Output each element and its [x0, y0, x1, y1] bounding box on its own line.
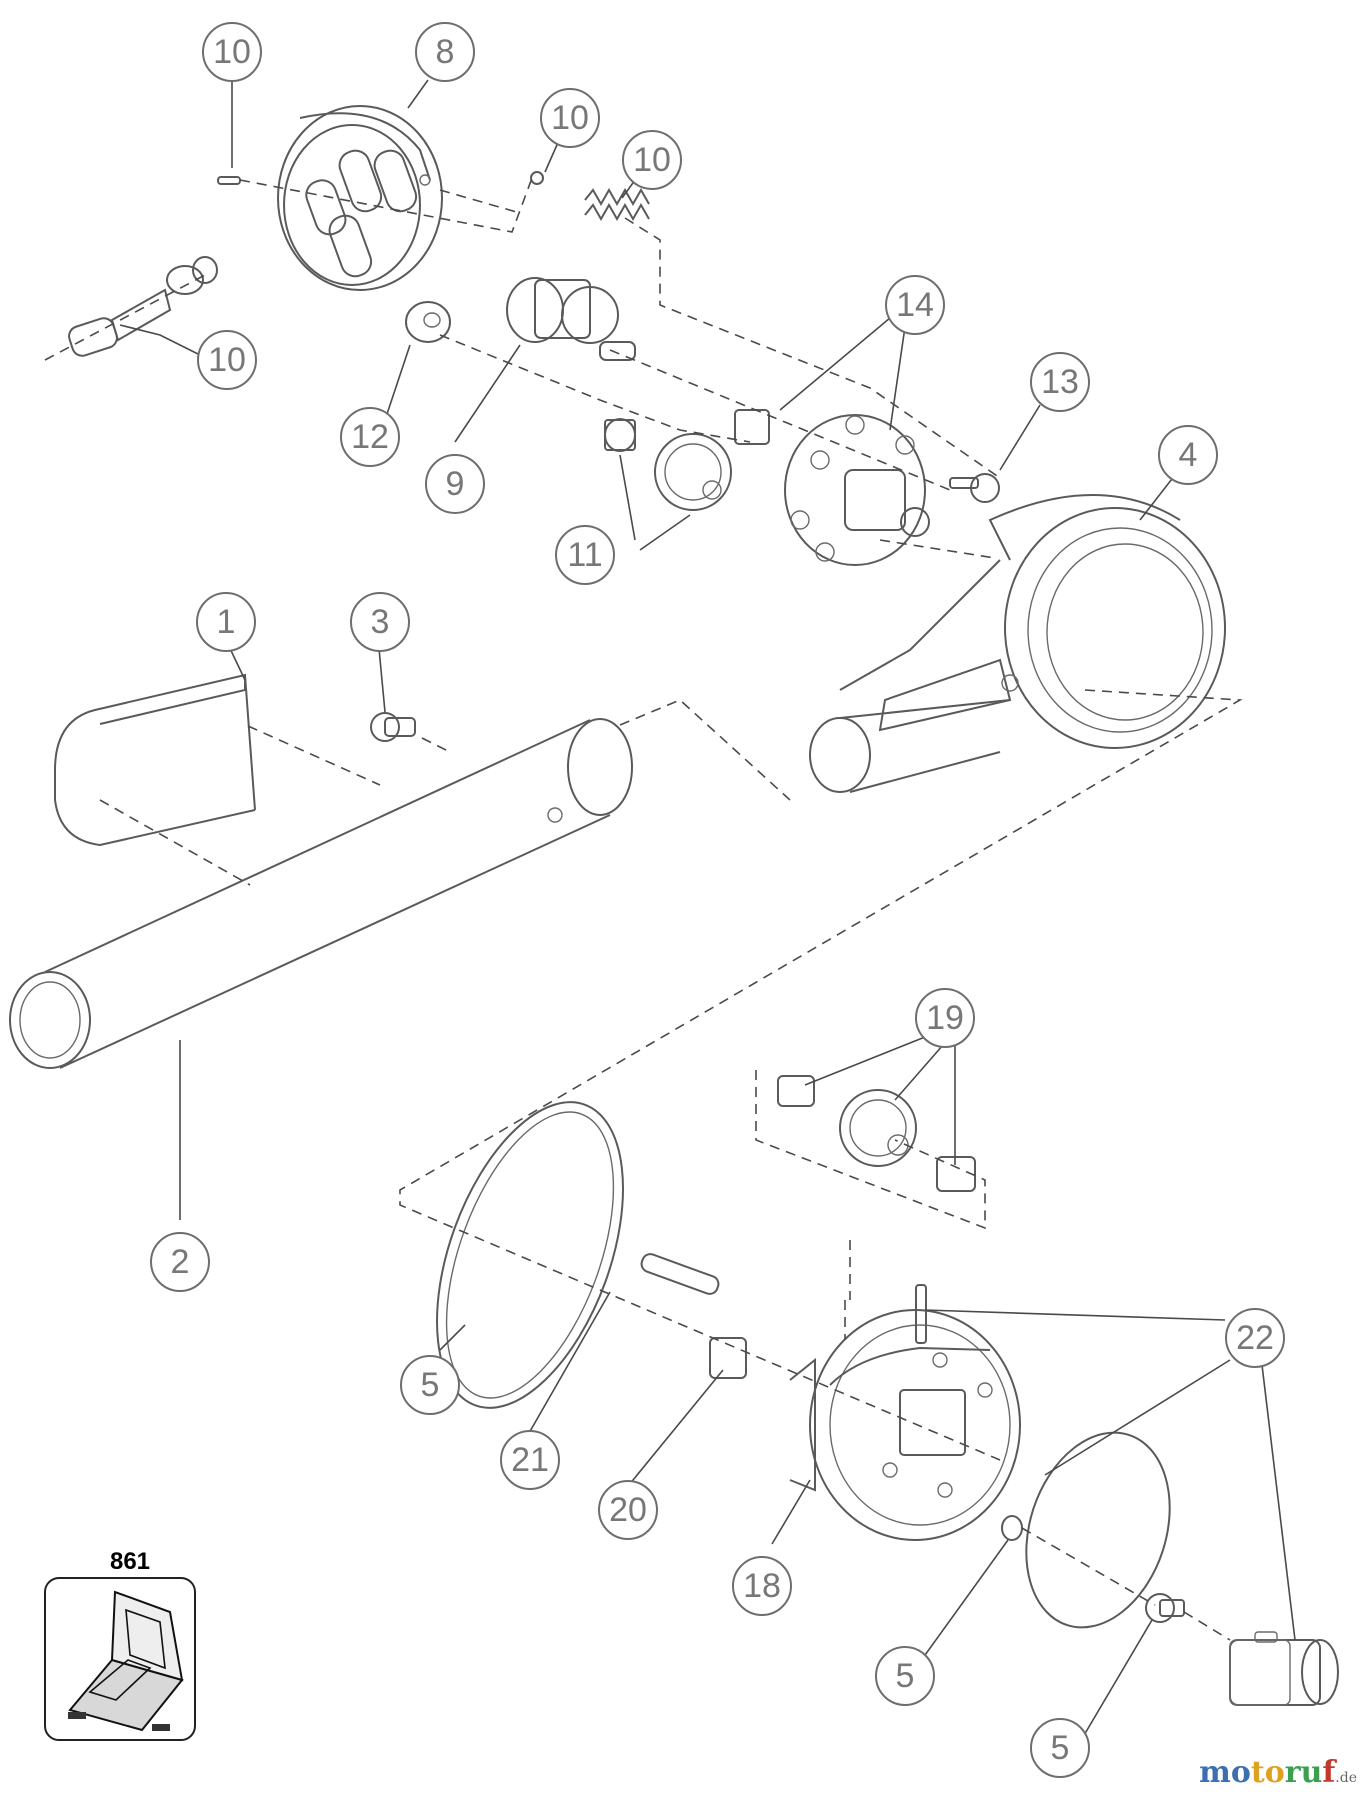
- callout-label: 3: [371, 603, 390, 641]
- part-5-ring-gear: [436, 1101, 624, 1409]
- part-13-screw: [949, 473, 1000, 503]
- callout-c-5a: 5: [400, 1355, 460, 1415]
- watermark-part-1: mo: [1199, 1755, 1251, 1790]
- callout-label: 10: [551, 99, 589, 137]
- callout-label: 12: [351, 418, 389, 456]
- part-10-pin: [217, 176, 241, 185]
- callout-label: 5: [896, 1657, 915, 1695]
- part-22-pin: [915, 1284, 927, 1344]
- part-10-spring: [584, 187, 650, 222]
- part-10-lever: [68, 256, 218, 357]
- callout-c-20: 20: [598, 1480, 658, 1540]
- assembly-lines: [44, 177, 1243, 1641]
- watermark-part-4: f: [1322, 1755, 1336, 1790]
- callout-label: 8: [436, 33, 455, 71]
- callout-c-12: 12: [340, 407, 400, 467]
- callout-c-1: 1: [196, 592, 256, 652]
- callout-c-2: 2: [150, 1232, 210, 1292]
- part-11-bushing: [604, 418, 636, 452]
- callout-label: 10: [208, 341, 246, 379]
- callout-c-8: 8: [415, 22, 475, 82]
- callout-label: 13: [1041, 363, 1079, 401]
- part-11-gear: [654, 433, 732, 511]
- callout-label: 1: [217, 603, 236, 641]
- part-22-oring: [1025, 1431, 1171, 1629]
- part-1-sleeve: [54, 673, 256, 847]
- callout-c-3: 3: [350, 592, 410, 652]
- callout-label: 2: [171, 1243, 190, 1281]
- callout-c-11: 11: [555, 525, 615, 585]
- part-5-screw: [1145, 1593, 1185, 1623]
- callout-label: 22: [1236, 1319, 1274, 1357]
- callout-label: 9: [446, 465, 465, 503]
- part-14-carrier: [784, 414, 930, 566]
- part-2-handle-tube: [9, 718, 633, 1069]
- carrying-case-icon: [44, 1577, 196, 1741]
- callout-c-5c: 5: [1030, 1718, 1090, 1778]
- part-20-bushing: [709, 1337, 747, 1379]
- part-12-washer: [405, 301, 451, 343]
- callout-label: 18: [743, 1567, 781, 1605]
- part-10-ball: [530, 171, 544, 185]
- watermark-part-3: ru: [1284, 1755, 1323, 1790]
- part-19-bushing-left: [777, 1075, 815, 1107]
- callout-label: 14: [896, 286, 934, 324]
- part-18-housing: [789, 1309, 1021, 1541]
- callout-label: 10: [213, 33, 251, 71]
- callout-label: 5: [421, 1366, 440, 1404]
- part-19-bushing-right: [936, 1156, 976, 1192]
- callout-c-18: 18: [732, 1556, 792, 1616]
- callout-c-4: 4: [1158, 425, 1218, 485]
- watermark-logo: motoruf.de: [1199, 1755, 1357, 1790]
- part-4-ratchet-head: [809, 494, 1226, 793]
- part-22-square-drive: [1229, 1631, 1339, 1706]
- part-9-shaft: [506, 277, 636, 361]
- callout-label: 10: [633, 141, 671, 179]
- callout-c-19: 19: [915, 988, 975, 1048]
- callout-c-10d: 10: [197, 330, 257, 390]
- part-14-bushing: [734, 409, 770, 445]
- watermark-part-2: to: [1250, 1755, 1285, 1790]
- callout-label: 5: [1051, 1729, 1070, 1767]
- leader-lines: [119, 79, 1296, 1743]
- callout-label: 19: [926, 999, 964, 1037]
- callout-c-10c: 10: [622, 130, 682, 190]
- callout-c-10a: 10: [202, 22, 262, 82]
- callout-c-10b: 10: [540, 88, 600, 148]
- part-19-gear: [839, 1089, 917, 1167]
- kit-number-label: 861: [109, 1548, 151, 1575]
- callout-c-14: 14: [885, 275, 945, 335]
- callout-label: 4: [1179, 436, 1198, 474]
- callout-label: 11: [567, 536, 602, 574]
- callout-c-22: 22: [1225, 1308, 1285, 1368]
- callout-c-13: 13: [1030, 352, 1090, 412]
- part-5-washer: [1001, 1515, 1023, 1541]
- part-8-hub: [277, 105, 443, 291]
- part-21-pin: [640, 1253, 720, 1295]
- callout-c-21: 21: [500, 1430, 560, 1490]
- watermark-tld: .de: [1335, 1770, 1357, 1786]
- part-3-screw: [370, 712, 416, 742]
- callout-c-9: 9: [425, 454, 485, 514]
- callout-c-5b: 5: [875, 1646, 935, 1706]
- callout-label: 20: [609, 1491, 647, 1529]
- callout-label: 21: [511, 1441, 549, 1479]
